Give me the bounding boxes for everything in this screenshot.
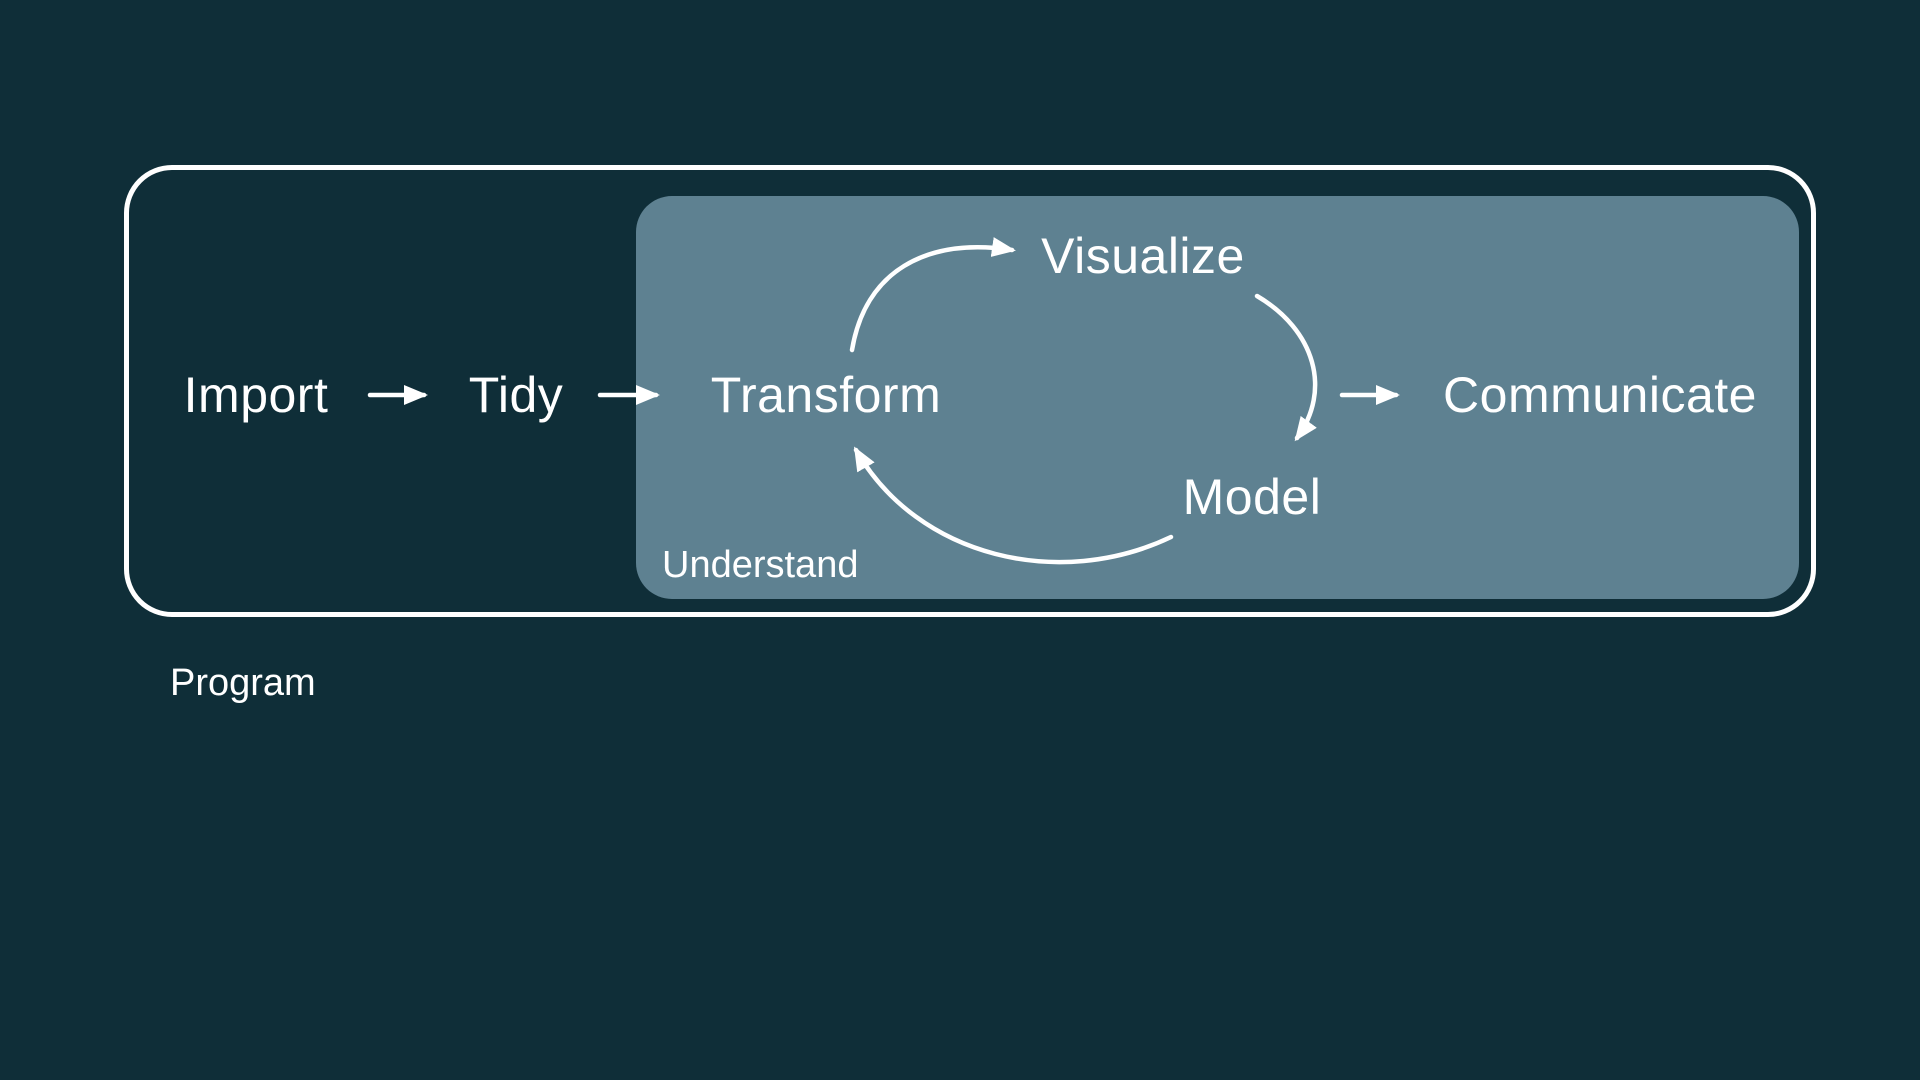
node-model: Model (1182, 469, 1322, 525)
node-transform: Transform (710, 367, 942, 423)
node-communicate: Communicate (1443, 367, 1757, 423)
node-tidy: Tidy (468, 367, 564, 423)
node-visualize: Visualize (1041, 228, 1245, 284)
node-import: Import (183, 367, 329, 423)
understand-label: Understand (662, 544, 859, 586)
program-label: Program (170, 662, 316, 704)
understand-box (636, 196, 1799, 599)
program-box (124, 165, 1816, 617)
